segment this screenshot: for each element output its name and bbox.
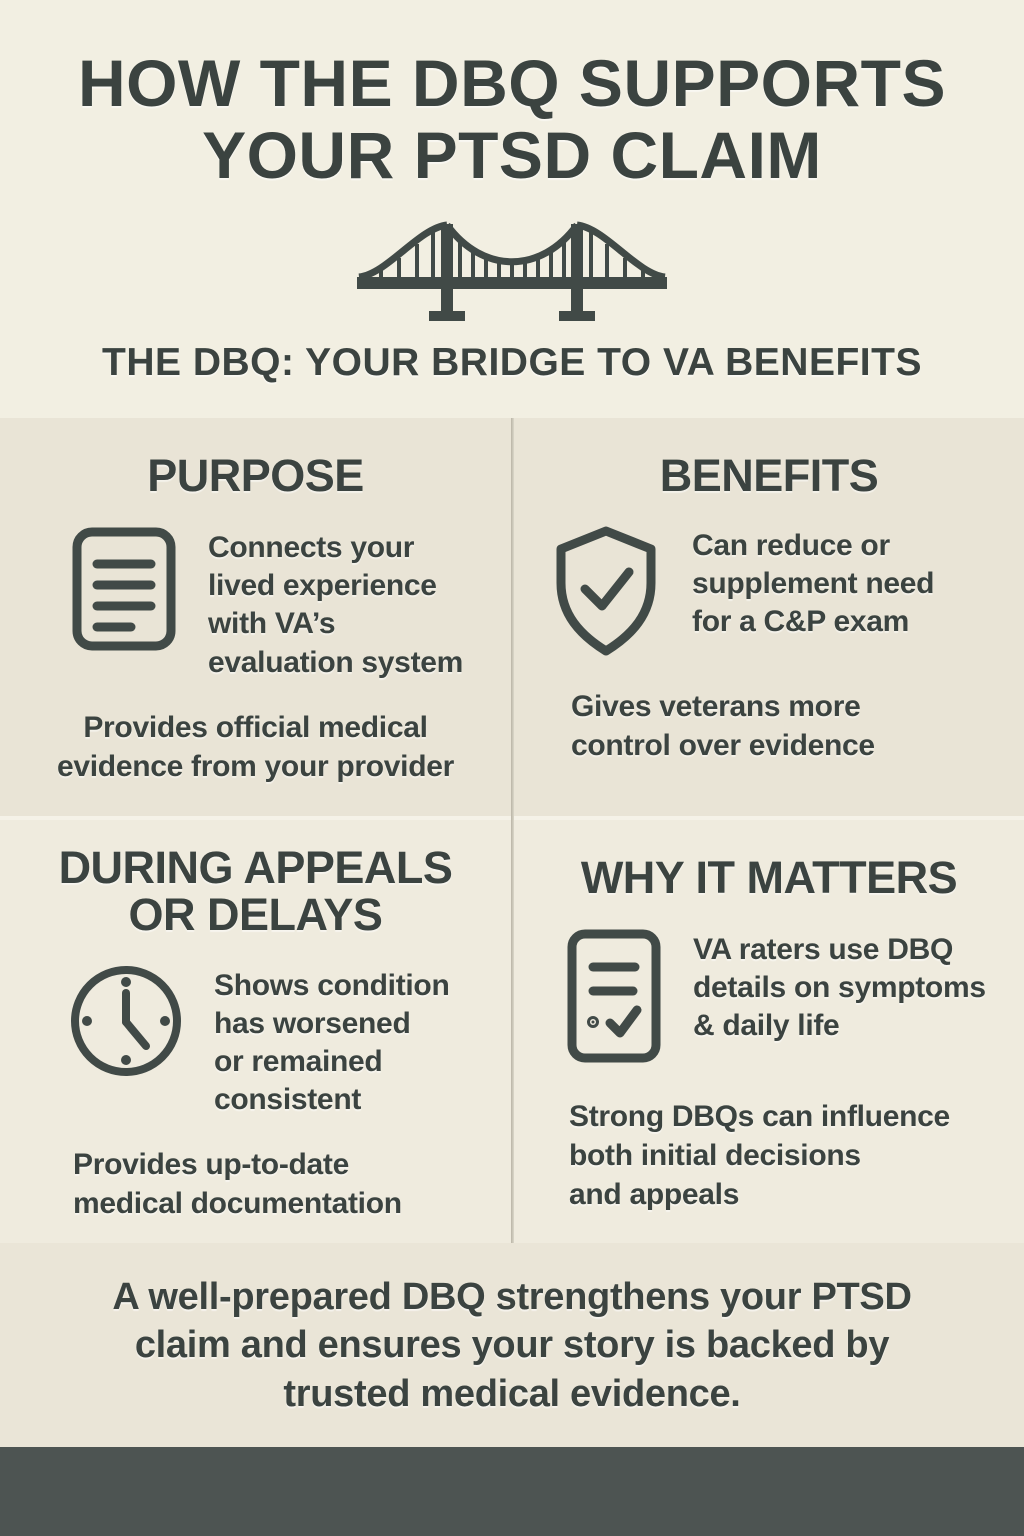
appeals-heading: DURING APPEALS OR DELAYS bbox=[58, 842, 453, 941]
purpose-primary-text: Connects your lived experience with VA’s… bbox=[208, 531, 464, 679]
quadrant-grid: PURPOSE Connects your lived experience w… bbox=[0, 418, 1024, 1243]
benefits-primary-text: Can reduce or supplement need for a C&P … bbox=[692, 529, 935, 639]
clock-icon bbox=[70, 965, 182, 1077]
vertical-divider bbox=[511, 418, 514, 1243]
appeals-secondary-text: Provides up-to-date medical documentatio… bbox=[73, 1147, 402, 1220]
why-heading: WHY IT MATTERS bbox=[580, 852, 958, 903]
footer-section: A well-prepared DBQ strengthens your PTS… bbox=[0, 1243, 1024, 1447]
footer-message: A well-prepared DBQ strengthens your PTS… bbox=[112, 1276, 912, 1415]
quadrant-appeals: DURING APPEALS OR DELAYS bbox=[0, 820, 511, 1243]
suspension-bridge-icon bbox=[357, 214, 667, 329]
why-primary-text: VA raters use DBQ details on symptoms & … bbox=[693, 933, 986, 1043]
benefits-secondary-text: Gives veterans more control over evidenc… bbox=[571, 690, 875, 763]
quadrant-purpose: PURPOSE Connects your lived experience w… bbox=[0, 418, 511, 816]
quadrant-benefits: BENEFITS Can reduce or supplement need f… bbox=[514, 418, 1024, 816]
document-icon bbox=[72, 527, 176, 651]
bottom-accent-bar bbox=[0, 1447, 1024, 1536]
purpose-secondary-text: Provides official medical evidence from … bbox=[56, 710, 455, 783]
checklist-icon bbox=[567, 929, 661, 1063]
header-section: HOW THE DBQ SUPPORTS YOUR PTSD CLAIM bbox=[0, 0, 1024, 418]
why-secondary-text: Strong DBQs can influence both initial d… bbox=[569, 1100, 950, 1212]
page-subtitle: THE DBQ: YOUR BRIDGE TO VA BENEFITS bbox=[102, 340, 922, 384]
page-title: HOW THE DBQ SUPPORTS YOUR PTSD CLAIM bbox=[77, 46, 947, 192]
quadrant-why-it-matters: WHY IT MATTERS VA raters use DBQ details… bbox=[514, 820, 1024, 1243]
benefits-heading: BENEFITS bbox=[659, 450, 879, 501]
appeals-primary-text: Shows condition has worsened or remained… bbox=[214, 968, 450, 1116]
purpose-heading: PURPOSE bbox=[147, 450, 364, 501]
shield-check-icon bbox=[552, 525, 660, 657]
